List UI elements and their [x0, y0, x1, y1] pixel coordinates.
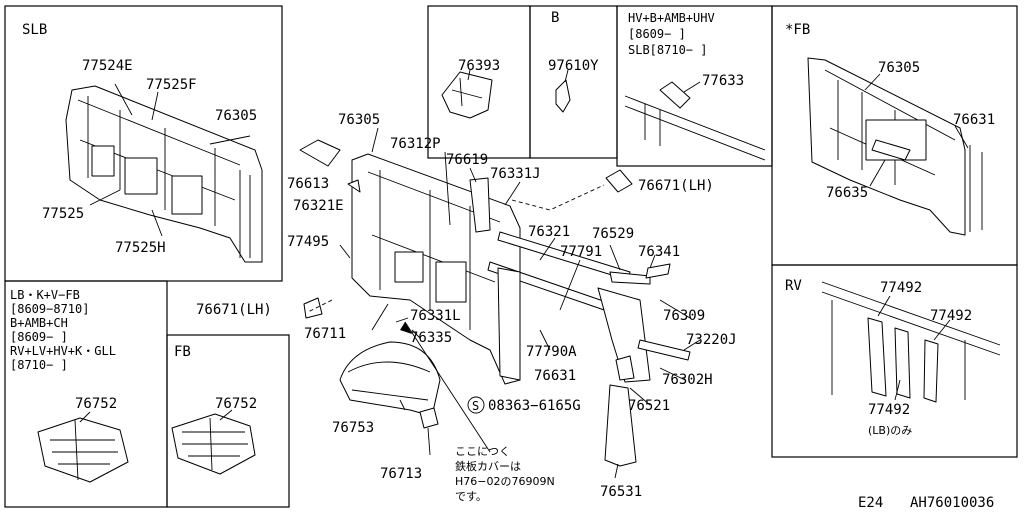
label-76613: 76613 — [287, 176, 329, 192]
top-c-line-2: [8609− ] — [628, 27, 686, 41]
info-line-3: B+AMB+CH — [10, 316, 68, 330]
label-76309: 76309 — [663, 308, 705, 324]
rv-side-panel-drawing — [821, 281, 1001, 403]
fb-small-panel-border — [166, 334, 290, 508]
label-76619: 76619 — [446, 152, 488, 168]
rv-panel-border — [771, 264, 1018, 458]
clip-97610Y — [555, 69, 571, 113]
rv-label-77492-a: 77492 — [880, 280, 922, 296]
bracket-76393 — [441, 69, 493, 119]
main-side-panel-assembly — [299, 127, 701, 479]
rv-label-77492-c: 77492 — [868, 402, 910, 418]
top-c-part-label: 77633 — [702, 73, 744, 89]
slb-panel-title: SLB — [22, 22, 47, 38]
top-b-part-label: 97610Y — [548, 58, 599, 74]
label-76631: 76631 — [534, 368, 576, 384]
label-77790A: 77790A — [526, 344, 577, 360]
note-line-1: ここにつく — [455, 445, 510, 458]
label-76753: 76753 — [332, 420, 374, 436]
label-76312P: 76312P — [390, 136, 441, 152]
label-77495: 77495 — [287, 234, 329, 250]
label-76321: 76321 — [528, 224, 570, 240]
slb-label-77524E: 77524E — [82, 58, 133, 74]
label-76531: 76531 — [600, 484, 642, 500]
label-76335: 76335 — [410, 330, 452, 346]
label-76671LH-right: 76671(LH) — [638, 178, 714, 194]
fb-side-panel-drawing — [807, 57, 983, 236]
left-info-part-label: 76752 — [75, 396, 117, 412]
fb-right-label-76631: 76631 — [953, 112, 995, 128]
footer-code: AH76010036 — [910, 495, 994, 511]
label-76521: 76521 — [628, 398, 670, 414]
info-line-5: RV+LV+HV+K・GLL — [10, 344, 116, 358]
label-76302H: 76302H — [662, 372, 713, 388]
info-line-4: [8609− ] — [10, 330, 68, 344]
top-b-title: B — [551, 10, 559, 26]
underfloor-cover-fb — [171, 409, 256, 475]
slb-label-76305: 76305 — [215, 108, 257, 124]
note-line-3: H76−02の76909N — [455, 475, 555, 488]
bracket-77633 — [624, 81, 766, 161]
info-line-1: LB・K+V−FB — [10, 288, 80, 302]
label-08363-6165G: 08363−6165G — [488, 398, 581, 414]
fb-small-part-label: 76752 — [215, 396, 257, 412]
label-77791: 77791 — [560, 244, 602, 260]
slb-label-77525F: 77525F — [146, 77, 197, 93]
fb-right-title: *FB — [785, 22, 810, 38]
label-76331J: 76331J — [490, 166, 541, 182]
fb-small-title: FB — [174, 344, 191, 360]
slb-label-77525H: 77525H — [115, 240, 166, 256]
rv-title: RV — [785, 278, 802, 294]
footer-section: E24 — [858, 495, 883, 511]
label-73220J: 73220J — [686, 332, 737, 348]
note-line-2: 鉄板カバーは — [455, 459, 521, 473]
label-76305: 76305 — [338, 112, 380, 128]
label-76711: 76711 — [304, 326, 346, 342]
top-c-line-3: SLB[8710− ] — [628, 43, 707, 57]
underfloor-cover-left — [37, 411, 129, 483]
top-b-panel-border — [529, 5, 618, 159]
info-line-2: [8609−8710] — [10, 302, 89, 316]
info-line-6: [8710− ] — [10, 358, 68, 372]
label-76331L: 76331L — [410, 308, 461, 324]
fb-right-label-76635: 76635 — [826, 185, 868, 201]
label-76529: 76529 — [592, 226, 634, 242]
fb-right-label-76305: 76305 — [878, 60, 920, 76]
top-c-line-1: HV+B+AMB+UHV — [628, 11, 715, 25]
label-76321E: 76321E — [293, 198, 344, 214]
rv-note: (LB)のみ — [868, 424, 912, 437]
slb-label-77525: 77525 — [42, 206, 84, 222]
bolt-symbol-letter: S — [472, 399, 479, 413]
bolt-symbol-circle — [467, 396, 485, 414]
label-76671LH-left: 76671(LH) — [196, 302, 272, 318]
note-line-4: です。 — [455, 490, 487, 503]
top-a-part-label: 76393 — [458, 58, 500, 74]
label-76713: 76713 — [380, 466, 422, 482]
label-76341: 76341 — [638, 244, 680, 260]
rv-label-77492-b: 77492 — [930, 308, 972, 324]
slb-side-panel-drawing — [65, 83, 263, 263]
